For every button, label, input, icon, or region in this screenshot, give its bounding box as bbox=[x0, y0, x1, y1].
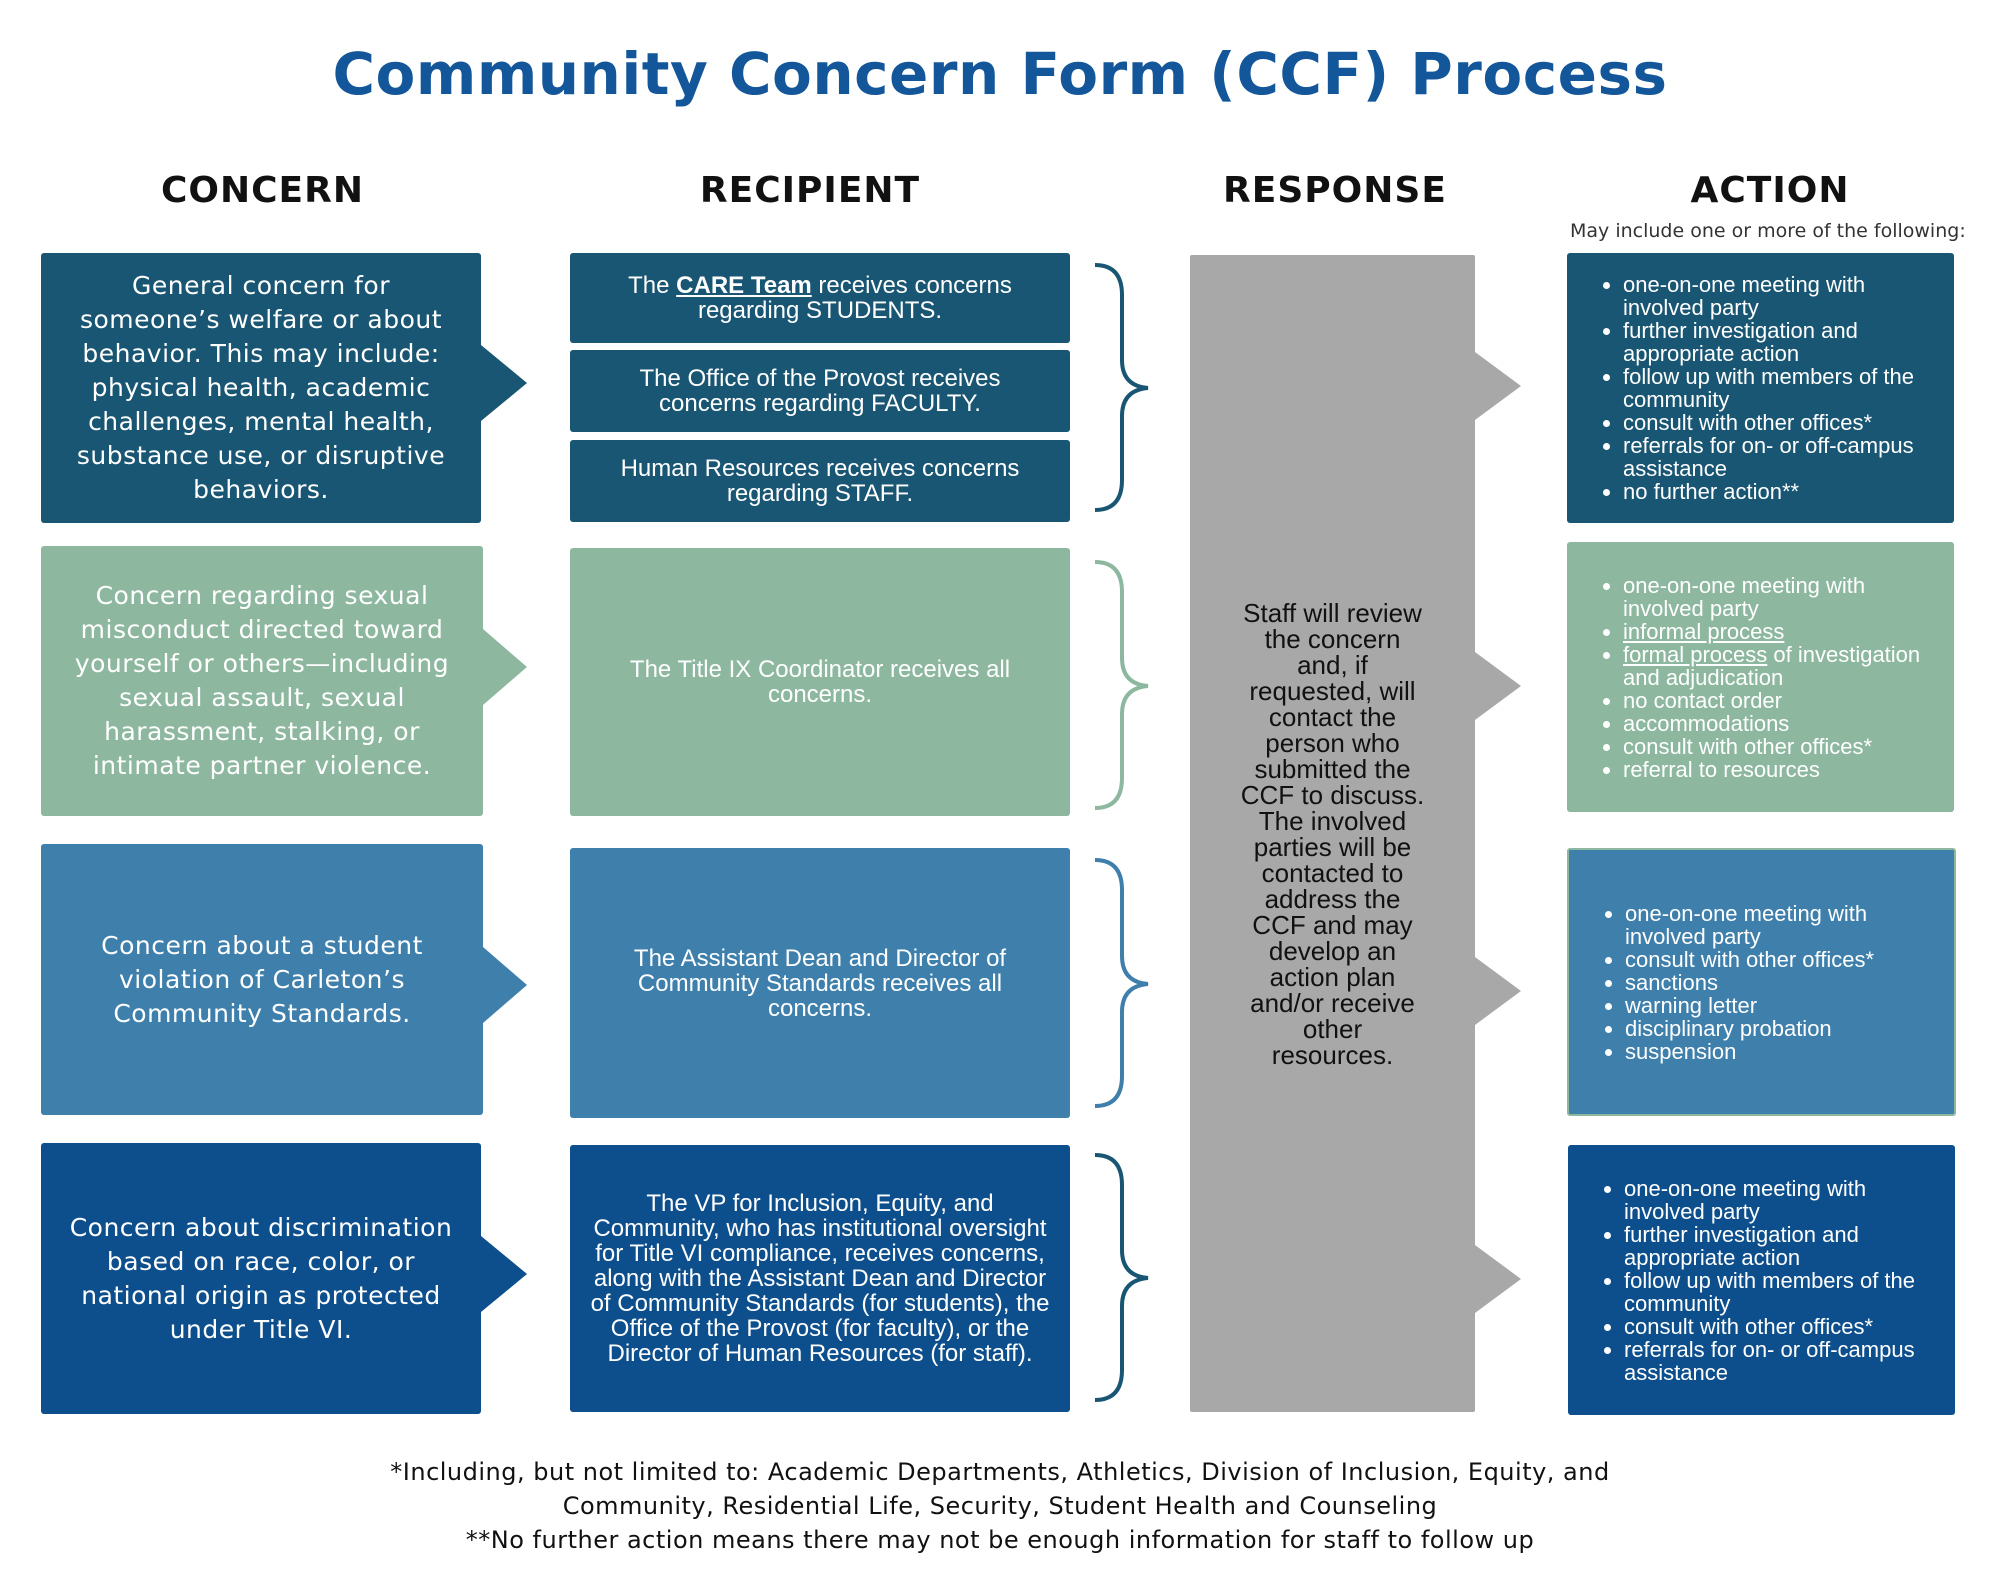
action-item: formal process of investigation and adju… bbox=[1623, 643, 1948, 689]
action-item: sanctions bbox=[1625, 971, 1944, 994]
action-item: follow up with members of the community bbox=[1624, 1269, 1945, 1315]
action-item: referral to resources bbox=[1623, 758, 1948, 781]
recipient-box-assistant-dean: The Assistant Dean and Director of Commu… bbox=[570, 848, 1070, 1118]
formal-process-link[interactable]: formal process bbox=[1623, 641, 1768, 667]
action-item: consult with other offices* bbox=[1624, 1315, 1945, 1338]
action-item: follow up with members of the community bbox=[1623, 365, 1944, 411]
action-item: consult with other offices* bbox=[1625, 948, 1944, 971]
action-list: one-on-one meeting with involved party i… bbox=[1597, 574, 1948, 781]
concern-box-community-standards: Concern about a student violation of Car… bbox=[41, 844, 483, 1115]
action-item: warning letter bbox=[1625, 994, 1944, 1017]
footnote-line-3: **No further action means there may not … bbox=[465, 1526, 1535, 1554]
action-item: suspension bbox=[1625, 1040, 1944, 1063]
action-note: May include one or more of the following… bbox=[1570, 220, 1966, 242]
action-list: one-on-one meeting with involved party c… bbox=[1599, 902, 1944, 1063]
concern-box-sexual-misconduct: Concern regarding sexual misconduct dire… bbox=[41, 546, 483, 816]
action-item: referrals for on- or off-campus assistan… bbox=[1623, 434, 1944, 480]
recipient-box-title-ix: The Title IX Coordinator receives all co… bbox=[570, 548, 1070, 816]
recipient-text: receives concerns regarding STUDENTS. bbox=[697, 272, 1012, 324]
action-item: further investigation and appropriate ac… bbox=[1623, 319, 1944, 365]
action-item: informal process bbox=[1623, 620, 1948, 643]
action-text: of investigation and adjudication bbox=[1623, 641, 1921, 690]
action-item: consult with other offices* bbox=[1623, 735, 1948, 758]
response-arrow bbox=[1475, 957, 1521, 1025]
column-header-response: RESPONSE bbox=[1223, 170, 1447, 211]
recipient-box-vp-inclusion: The VP for Inclusion, Equity, and Commun… bbox=[570, 1145, 1070, 1412]
action-box-row1: one-on-one meeting with involved party f… bbox=[1567, 253, 1954, 523]
action-item: one-on-one meeting with involved party bbox=[1623, 273, 1944, 319]
brace-row4 bbox=[1094, 1153, 1149, 1402]
action-list: one-on-one meeting with involved party f… bbox=[1597, 273, 1944, 503]
footnote-line-1: *Including, but not limited to: Academic… bbox=[390, 1458, 1610, 1486]
action-box-row2: one-on-one meeting with involved party i… bbox=[1567, 542, 1954, 812]
concern-box-discrimination: Concern about discrimination based on ra… bbox=[41, 1143, 481, 1414]
brace-row2 bbox=[1094, 560, 1149, 810]
recipient-text: The bbox=[628, 272, 677, 299]
column-header-concern: CONCERN bbox=[160, 170, 364, 211]
response-box: Staff will review the concern and, if re… bbox=[1190, 255, 1475, 1412]
action-item: no contact order bbox=[1623, 689, 1948, 712]
action-item: consult with other offices* bbox=[1623, 411, 1944, 434]
brace-row3 bbox=[1094, 858, 1149, 1108]
recipient-box-provost: The Office of the Provost receives conce… bbox=[570, 350, 1070, 432]
concern-arrow bbox=[483, 947, 527, 1023]
recipient-box-care-team: The CARE Team receives concerns regardin… bbox=[570, 253, 1070, 343]
footnote-line-2: Community, Residential Life, Security, S… bbox=[562, 1492, 1438, 1520]
page-title: Community Concern Form (CCF) Process bbox=[332, 40, 1668, 108]
action-item: accommodations bbox=[1623, 712, 1948, 735]
response-arrow bbox=[1475, 352, 1521, 420]
action-item: one-on-one meeting with involved party bbox=[1623, 574, 1948, 620]
informal-process-link[interactable]: informal process bbox=[1623, 618, 1785, 644]
action-list: one-on-one meeting with involved party f… bbox=[1598, 1177, 1945, 1384]
column-header-recipient: RECIPIENT bbox=[699, 170, 921, 211]
action-item: referrals for on- or off-campus assistan… bbox=[1624, 1338, 1945, 1384]
concern-arrow bbox=[481, 345, 527, 421]
care-team-link[interactable]: CARE Team bbox=[676, 272, 812, 299]
concern-arrow bbox=[481, 1236, 527, 1312]
response-arrow bbox=[1475, 1245, 1521, 1313]
action-item: no further action** bbox=[1623, 480, 1944, 503]
concern-arrow bbox=[483, 629, 527, 705]
action-box-row4: one-on-one meeting with involved party f… bbox=[1568, 1145, 1955, 1415]
brace-row1 bbox=[1094, 263, 1149, 512]
recipient-box-hr: Human Resources receives concerns regard… bbox=[570, 440, 1070, 522]
concern-box-general: General concern for someone’s welfare or… bbox=[41, 253, 481, 523]
action-box-row3: one-on-one meeting with involved party c… bbox=[1567, 848, 1956, 1116]
action-item: further investigation and appropriate ac… bbox=[1624, 1223, 1945, 1269]
brace-group bbox=[1094, 263, 1149, 1402]
action-item: disciplinary probation bbox=[1625, 1017, 1944, 1040]
response-arrow bbox=[1475, 652, 1521, 720]
column-header-action: ACTION bbox=[1690, 170, 1850, 211]
action-item: one-on-one meeting with involved party bbox=[1624, 1177, 1945, 1223]
action-item: one-on-one meeting with involved party bbox=[1625, 902, 1944, 948]
